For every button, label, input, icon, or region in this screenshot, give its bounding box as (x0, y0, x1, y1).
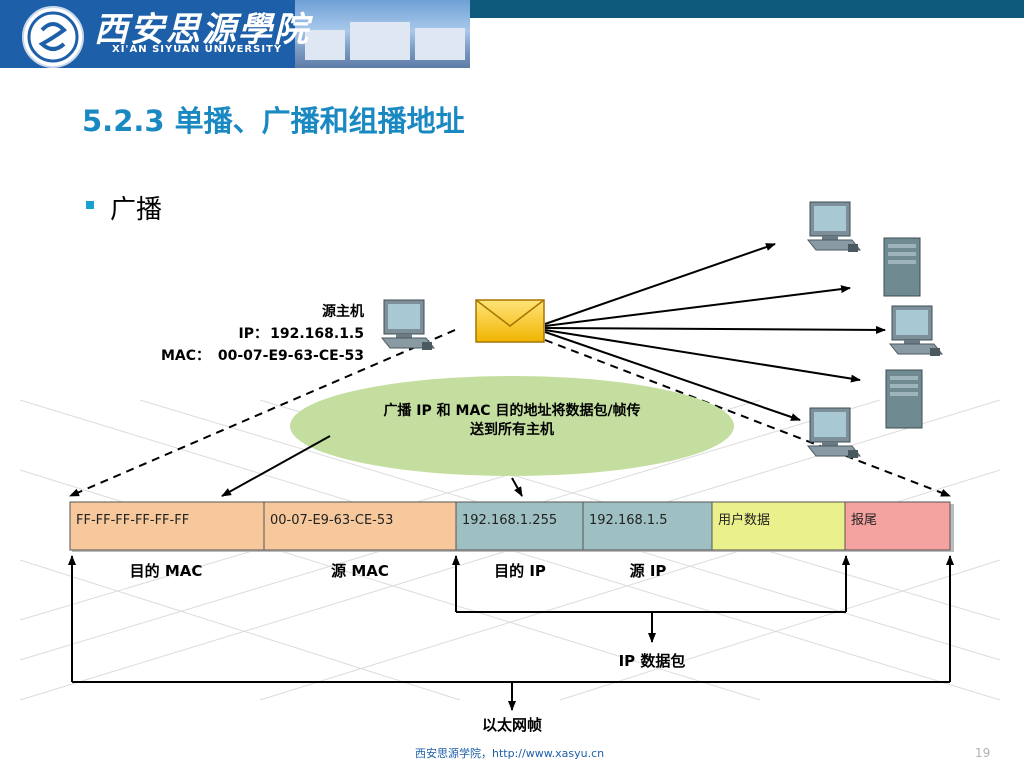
ethernet-frame-label: 以太网帧 (482, 716, 542, 734)
field-label-dest-mac: 目的 MAC (130, 562, 203, 580)
destination-server-icon (883, 237, 921, 297)
slide-title: 5.2.3 单播、广播和组播地址 (82, 104, 465, 138)
frame-field-src-ip (582, 501, 713, 551)
university-emblem-icon (22, 6, 84, 68)
university-logo-banner: 西安思源學院 XI'AN SIYUAN UNIVERSITY (0, 0, 470, 68)
broadcast-arrows (544, 243, 886, 421)
bubble-arrow-middle (511, 477, 523, 497)
source-ip-value: 192.168.1.5 (270, 326, 364, 342)
source-host-name: 源主机 (322, 303, 364, 320)
footer-text: 西安思源学院，http://www.xasyu.cn (415, 747, 605, 760)
bubble-text-line2: 送到所有主机 (469, 421, 554, 438)
ip-packet-bracket (452, 555, 850, 643)
frame-field-user-data (711, 501, 846, 551)
source-ip-line: 192.168.1.5 IP： (239, 326, 364, 342)
campus-building-photo (295, 0, 470, 68)
frame-field-trailer-value: 报尾 (851, 513, 877, 528)
frame-field-dest-mac-value: FF-FF-FF-FF-FF-FF (76, 513, 189, 528)
bullet-text: 广播 (110, 195, 163, 225)
destination-pc-icon (807, 407, 861, 459)
source-mac-line: 00-07-E9-63-CE-53 MAC： (161, 348, 364, 364)
university-name-chinese: 西安思源學院 (94, 10, 310, 50)
field-label-dest-ip: 目的 IP (494, 562, 546, 580)
field-label-src-ip: 源 IP (630, 562, 667, 580)
bubble-text-line1: 广播 IP 和 MAC 目的地址将数据包/帧传 (383, 402, 640, 419)
frame-field-src-mac (263, 501, 457, 551)
frame-field-dest-mac (69, 501, 265, 551)
frame-field-dest-ip-value: 192.168.1.255 (462, 513, 557, 528)
broadcast-coverage-lines (69, 329, 951, 497)
broadcast-bubble (290, 376, 734, 476)
frame-field-dest-ip (455, 501, 584, 551)
page-number: 19 (975, 746, 991, 760)
bubble-arrow-left (221, 435, 331, 497)
ethernet-frame: FF-FF-FF-FF-FF-FF 00-07-E9-63-CE-53 192.16… (69, 501, 951, 551)
envelope-icon (475, 299, 545, 343)
frame-field-trailer (844, 501, 951, 551)
source-pc-icon (381, 299, 435, 351)
frame-field-src-mac-value: 00-07-E9-63-CE-53 (270, 513, 393, 528)
ethernet-frame-bracket (68, 555, 954, 711)
source-ip-label: IP： (239, 326, 268, 342)
field-label-src-mac: 源 MAC (331, 562, 389, 580)
frame-field-src-ip-value: 192.168.1.5 (589, 513, 668, 528)
source-mac-value: 00-07-E9-63-CE-53 (218, 348, 364, 364)
header-bar (470, 0, 1024, 18)
destination-pc-icon (889, 305, 943, 357)
bullet-square-icon (86, 201, 94, 209)
university-name-english: XI'AN SIYUAN UNIVERSITY (112, 44, 283, 55)
frame-field-user-data-value: 用户数据 (718, 512, 770, 528)
destination-pc-icon (807, 201, 861, 253)
destination-server-icon (885, 369, 923, 429)
source-mac-label: MAC： (161, 348, 210, 364)
ip-packet-label: IP 数据包 (619, 652, 686, 670)
